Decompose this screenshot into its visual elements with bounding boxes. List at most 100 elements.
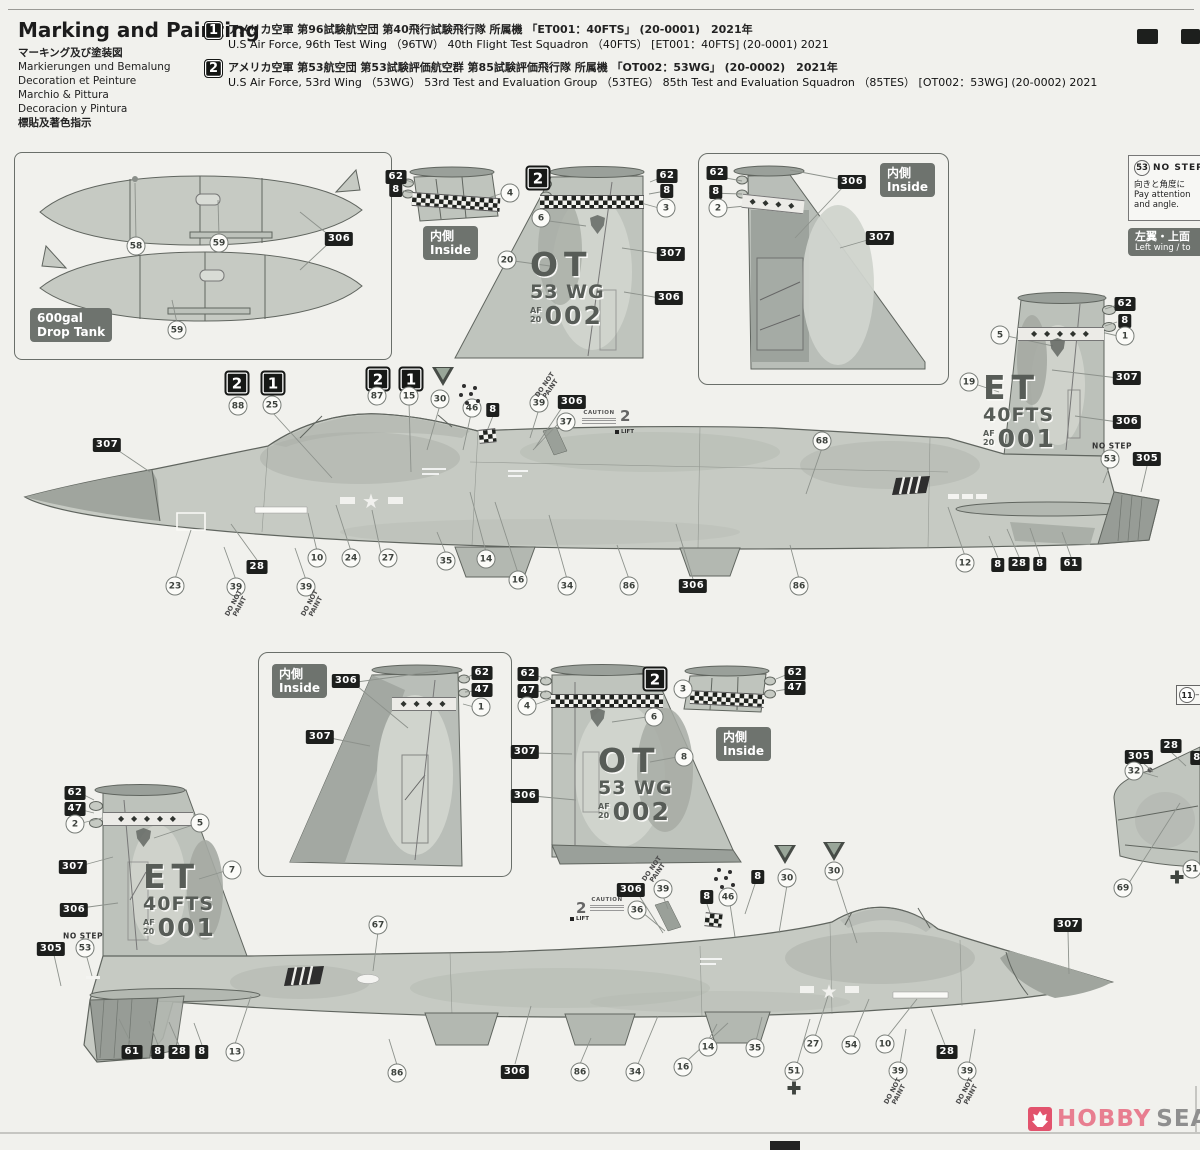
callout-19: 19 xyxy=(959,372,979,392)
callout-8: 8 xyxy=(1118,314,1132,328)
paint-dot xyxy=(459,393,463,397)
callout-2: 2 xyxy=(65,814,85,834)
callout-39: 39 xyxy=(529,393,549,413)
diamond-band: ◆ ◆ ◆ ◆ ◆ xyxy=(103,812,193,826)
scheme1-en: U.S Air Force, 96th Test Wing （96TW） 40t… xyxy=(228,38,829,51)
callout-28: 28 xyxy=(168,1045,190,1059)
callout-16: 16 xyxy=(508,570,528,590)
callout-8: 8 xyxy=(389,183,403,197)
callout-51: 51 xyxy=(784,1061,804,1081)
marking-badge-2: 2 xyxy=(525,165,551,191)
callout-28: 28 xyxy=(1008,557,1030,571)
callout-306: 306 xyxy=(837,175,867,189)
callout-305: 305 xyxy=(1124,750,1154,764)
subtitle-jp: マーキング及び塗装図 xyxy=(18,47,123,59)
callout-47: 47 xyxy=(471,683,493,697)
callout-37: 37 xyxy=(556,412,576,432)
drop-tank-illustration xyxy=(40,170,362,321)
hobbysearch-flame-icon xyxy=(1028,1107,1052,1131)
callout-62: 62 xyxy=(471,666,493,680)
callout-35: 35 xyxy=(745,1038,765,1058)
inside-label-1: 内側 Inside xyxy=(423,226,478,260)
callout-13: 13 xyxy=(225,1042,245,1062)
callout-8: 8 xyxy=(1033,557,1047,571)
callout-28: 28 xyxy=(1160,739,1182,753)
callout-59: 59 xyxy=(167,320,187,340)
leader-lines xyxy=(54,170,1186,1065)
callout-306: 306 xyxy=(616,883,646,897)
warning-triangle-icon xyxy=(823,842,845,861)
paint-dot xyxy=(473,386,477,390)
callout-62: 62 xyxy=(64,786,86,800)
checker-band xyxy=(551,694,663,708)
callout-35: 35 xyxy=(436,551,456,571)
diamond-band: ◆ ◆ ◆ ◆ ◆ xyxy=(1018,327,1104,341)
callout-28: 28 xyxy=(246,560,268,574)
callout-62: 62 xyxy=(385,170,407,184)
callout-14: 14 xyxy=(476,549,496,569)
callout-39: 39 xyxy=(296,577,316,597)
subtitle-de: Markierungen und Bemalung xyxy=(18,61,171,73)
callout-307: 307 xyxy=(305,730,335,744)
inside-label-3: 内側 Inside xyxy=(272,664,327,698)
figure-stencil: 2 xyxy=(620,407,631,425)
paint-dot xyxy=(714,877,718,881)
callout-58: 58 xyxy=(126,236,146,256)
callout-62: 62 xyxy=(517,667,539,681)
callout-16: 16 xyxy=(673,1057,693,1077)
svg-text:★: ★ xyxy=(820,981,837,1003)
callout-1: 1 xyxy=(1115,326,1135,346)
subtitle-fr: Decoration et Peinture xyxy=(18,75,137,87)
callout-305: 305 xyxy=(1132,452,1162,466)
corner-rule xyxy=(1195,1086,1197,1132)
callout-306: 306 xyxy=(59,903,89,917)
callout-87: 87 xyxy=(367,386,387,406)
scheme2-badge: 2 xyxy=(204,59,223,78)
callout-4: 4 xyxy=(517,696,537,716)
paint-dot xyxy=(717,868,721,872)
callout-59: 59 xyxy=(209,233,229,253)
lift-stencil: LIFT xyxy=(570,916,589,922)
note-53-number: 53 xyxy=(1134,160,1150,176)
callout-69: 69 xyxy=(1113,878,1133,898)
svg-text:★: ★ xyxy=(362,489,380,513)
callout-8: 8 xyxy=(195,1045,209,1059)
fin-box-top-right xyxy=(734,166,925,369)
callout-30: 30 xyxy=(777,868,797,888)
drop-tank-box xyxy=(14,152,392,360)
callout-88: 88 xyxy=(228,396,248,416)
callout-8: 8 xyxy=(151,1045,165,1059)
bottom-rule xyxy=(0,1132,1200,1134)
subtitle-it: Marchio & Pittura xyxy=(18,89,109,101)
callout-307: 307 xyxy=(58,860,88,874)
paint-dot xyxy=(462,384,466,388)
callout-306: 306 xyxy=(500,1065,530,1079)
subtitle-zh: 標貼及著色指示 xyxy=(18,117,92,129)
callout-47: 47 xyxy=(64,802,86,816)
callout-no-step: NO STEP xyxy=(63,931,103,941)
callout-3: 3 xyxy=(673,679,693,699)
callout-306: 306 xyxy=(324,232,354,246)
callout-30: 30 xyxy=(824,861,844,881)
note-53-title: NO STEP xyxy=(1153,163,1200,173)
callout-8: 8 xyxy=(1190,751,1200,765)
marking-badge-2: 2 xyxy=(224,370,250,396)
callout-8: 8 xyxy=(709,185,723,199)
callout-34: 34 xyxy=(557,576,577,596)
scheme1-badge: 1 xyxy=(204,21,223,40)
callout-62: 62 xyxy=(706,166,728,180)
clipped-callout-box xyxy=(1137,29,1158,44)
checker-patch xyxy=(478,428,497,444)
callout-30: 30 xyxy=(430,389,450,409)
callout-15: 15 xyxy=(399,386,419,406)
callout-305: 305 xyxy=(36,942,66,956)
fin-box-mid-left xyxy=(290,665,470,866)
callout-306: 306 xyxy=(654,291,684,305)
callout-54: 54 xyxy=(841,1035,861,1055)
callout-24: 24 xyxy=(341,548,361,568)
callout-46: 46 xyxy=(718,887,738,907)
callout-25: 25 xyxy=(262,395,282,415)
callout-14: 14 xyxy=(698,1037,718,1057)
